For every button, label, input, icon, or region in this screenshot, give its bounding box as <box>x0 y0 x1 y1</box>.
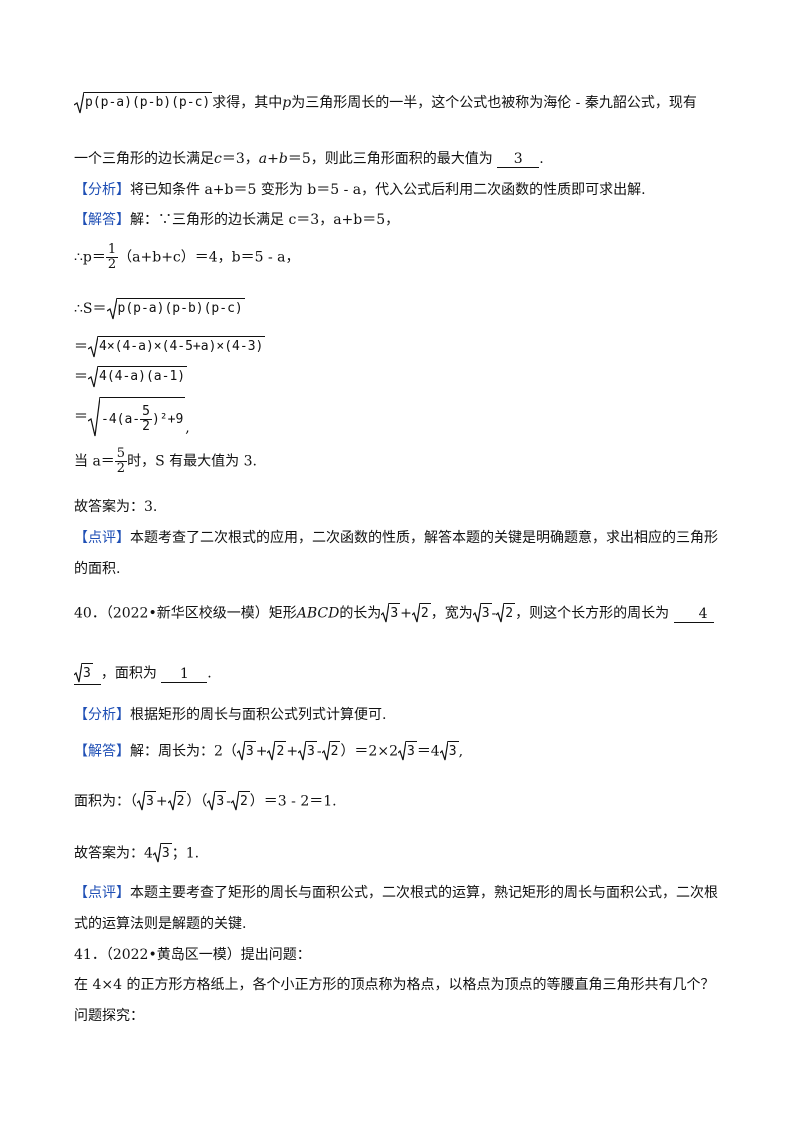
sqrt-radical: 2 <box>496 603 516 624</box>
area-line: 面积为：（3+2）（3-2）＝3 - 2＝1. <box>74 791 337 812</box>
heron-condition-line: 一个三角形的边长满足c＝3，a+b＝5，则此三角形面积的最大值为 3. <box>74 151 544 168</box>
s-equation: ∴S＝p(p-a)(p-b)(p-c) <box>74 298 245 320</box>
sqrt-radical: 4(4-a)(a-1) <box>88 366 188 388</box>
question-40-cont: 3，面积为 1. <box>74 663 212 685</box>
sqrt-radical: 3 <box>439 741 459 762</box>
question-41-title: 41．（2022•黄岛区一模）提出问题： <box>74 947 311 963</box>
sqrt-radical: 2 <box>167 791 187 812</box>
comment-tag: 【点评】 <box>74 885 130 901</box>
perimeter-blank: 4 <box>673 606 714 623</box>
sqrt-radical: 3 <box>74 663 93 684</box>
sqrt-radical: 3 <box>397 741 417 762</box>
question-41-text: 在 4×4 的正方形方格纸上，各个小正方形的顶点称为格点，以格点为顶点的等腰直角… <box>74 977 715 993</box>
comment-line-2: 【点评】本题主要考查了矩形的周长与面积公式，二次根式的运算，熟记矩形的周长与面积… <box>74 885 718 901</box>
heron-formula-line: p(p-a)(p-b)(p-c)求得，其中p为三角形周长的一半，这个公式也被称为… <box>74 92 697 114</box>
sqrt-radical: 3 <box>298 741 317 762</box>
analysis-line: 【分析】将已知条件 a+b＝5 变形为 b＝5 - a，代入公式后利用二次函数的… <box>74 182 646 198</box>
solution-tag: 【解答】 <box>74 743 130 760</box>
analysis-tag: 【分析】 <box>74 707 130 723</box>
sqrt-radical: 4×(4-a)×(4-5+a)×(4-3) <box>88 336 266 358</box>
solution-tag: 【解答】 <box>74 212 130 228</box>
sqrt-radical: 3 <box>381 603 401 624</box>
s-step-1: ＝4×(4-a)×(4-5+a)×(4-3) <box>74 336 266 358</box>
analysis-line-2: 【分析】根据矩形的周长与面积公式列式计算便可. <box>74 707 387 723</box>
sqrt-radical: 3 <box>207 791 227 812</box>
sqrt-radical: 3 <box>472 603 492 624</box>
comment-tag: 【点评】 <box>74 530 130 546</box>
sqrt-radical: 2 <box>411 603 431 624</box>
question-41-explore: 问题探究： <box>74 1008 144 1024</box>
answer-blank: 3 <box>497 151 540 168</box>
comment-line: 【点评】本题考查了二次根式的应用，二次函数的性质，解答本题的关键是明确题意，求出… <box>74 530 718 546</box>
sqrt-radical: p(p-a)(p-b)(p-c) <box>106 298 245 320</box>
analysis-tag: 【分析】 <box>74 182 130 198</box>
sqrt-radical: 3 <box>152 843 172 864</box>
sqrt-radical: 2 <box>321 741 341 762</box>
sqrt-radical: p(p-a)(p-b)(p-c) <box>74 92 213 114</box>
sqrt-radical: 3 <box>137 791 156 812</box>
comment-line-cont: 的面积. <box>74 561 121 577</box>
sqrt-radical: 3 <box>236 741 256 762</box>
s-step-2: ＝4(4-a)(a-1) <box>74 366 188 388</box>
sqrt-radical: 2 <box>267 741 287 762</box>
sqrt-radical: 2 <box>230 791 250 812</box>
solution-line: 【解答】解：∵三角形的边长满足 c＝3，a+b＝5， <box>74 212 400 228</box>
perimeter-blank-cont: 3 <box>74 663 101 685</box>
answer-line-1: 故答案为：3. <box>74 499 158 515</box>
area-blank: 1 <box>161 666 208 683</box>
comment-line-2-cont: 式的运算法则是解题的关键. <box>74 916 247 932</box>
